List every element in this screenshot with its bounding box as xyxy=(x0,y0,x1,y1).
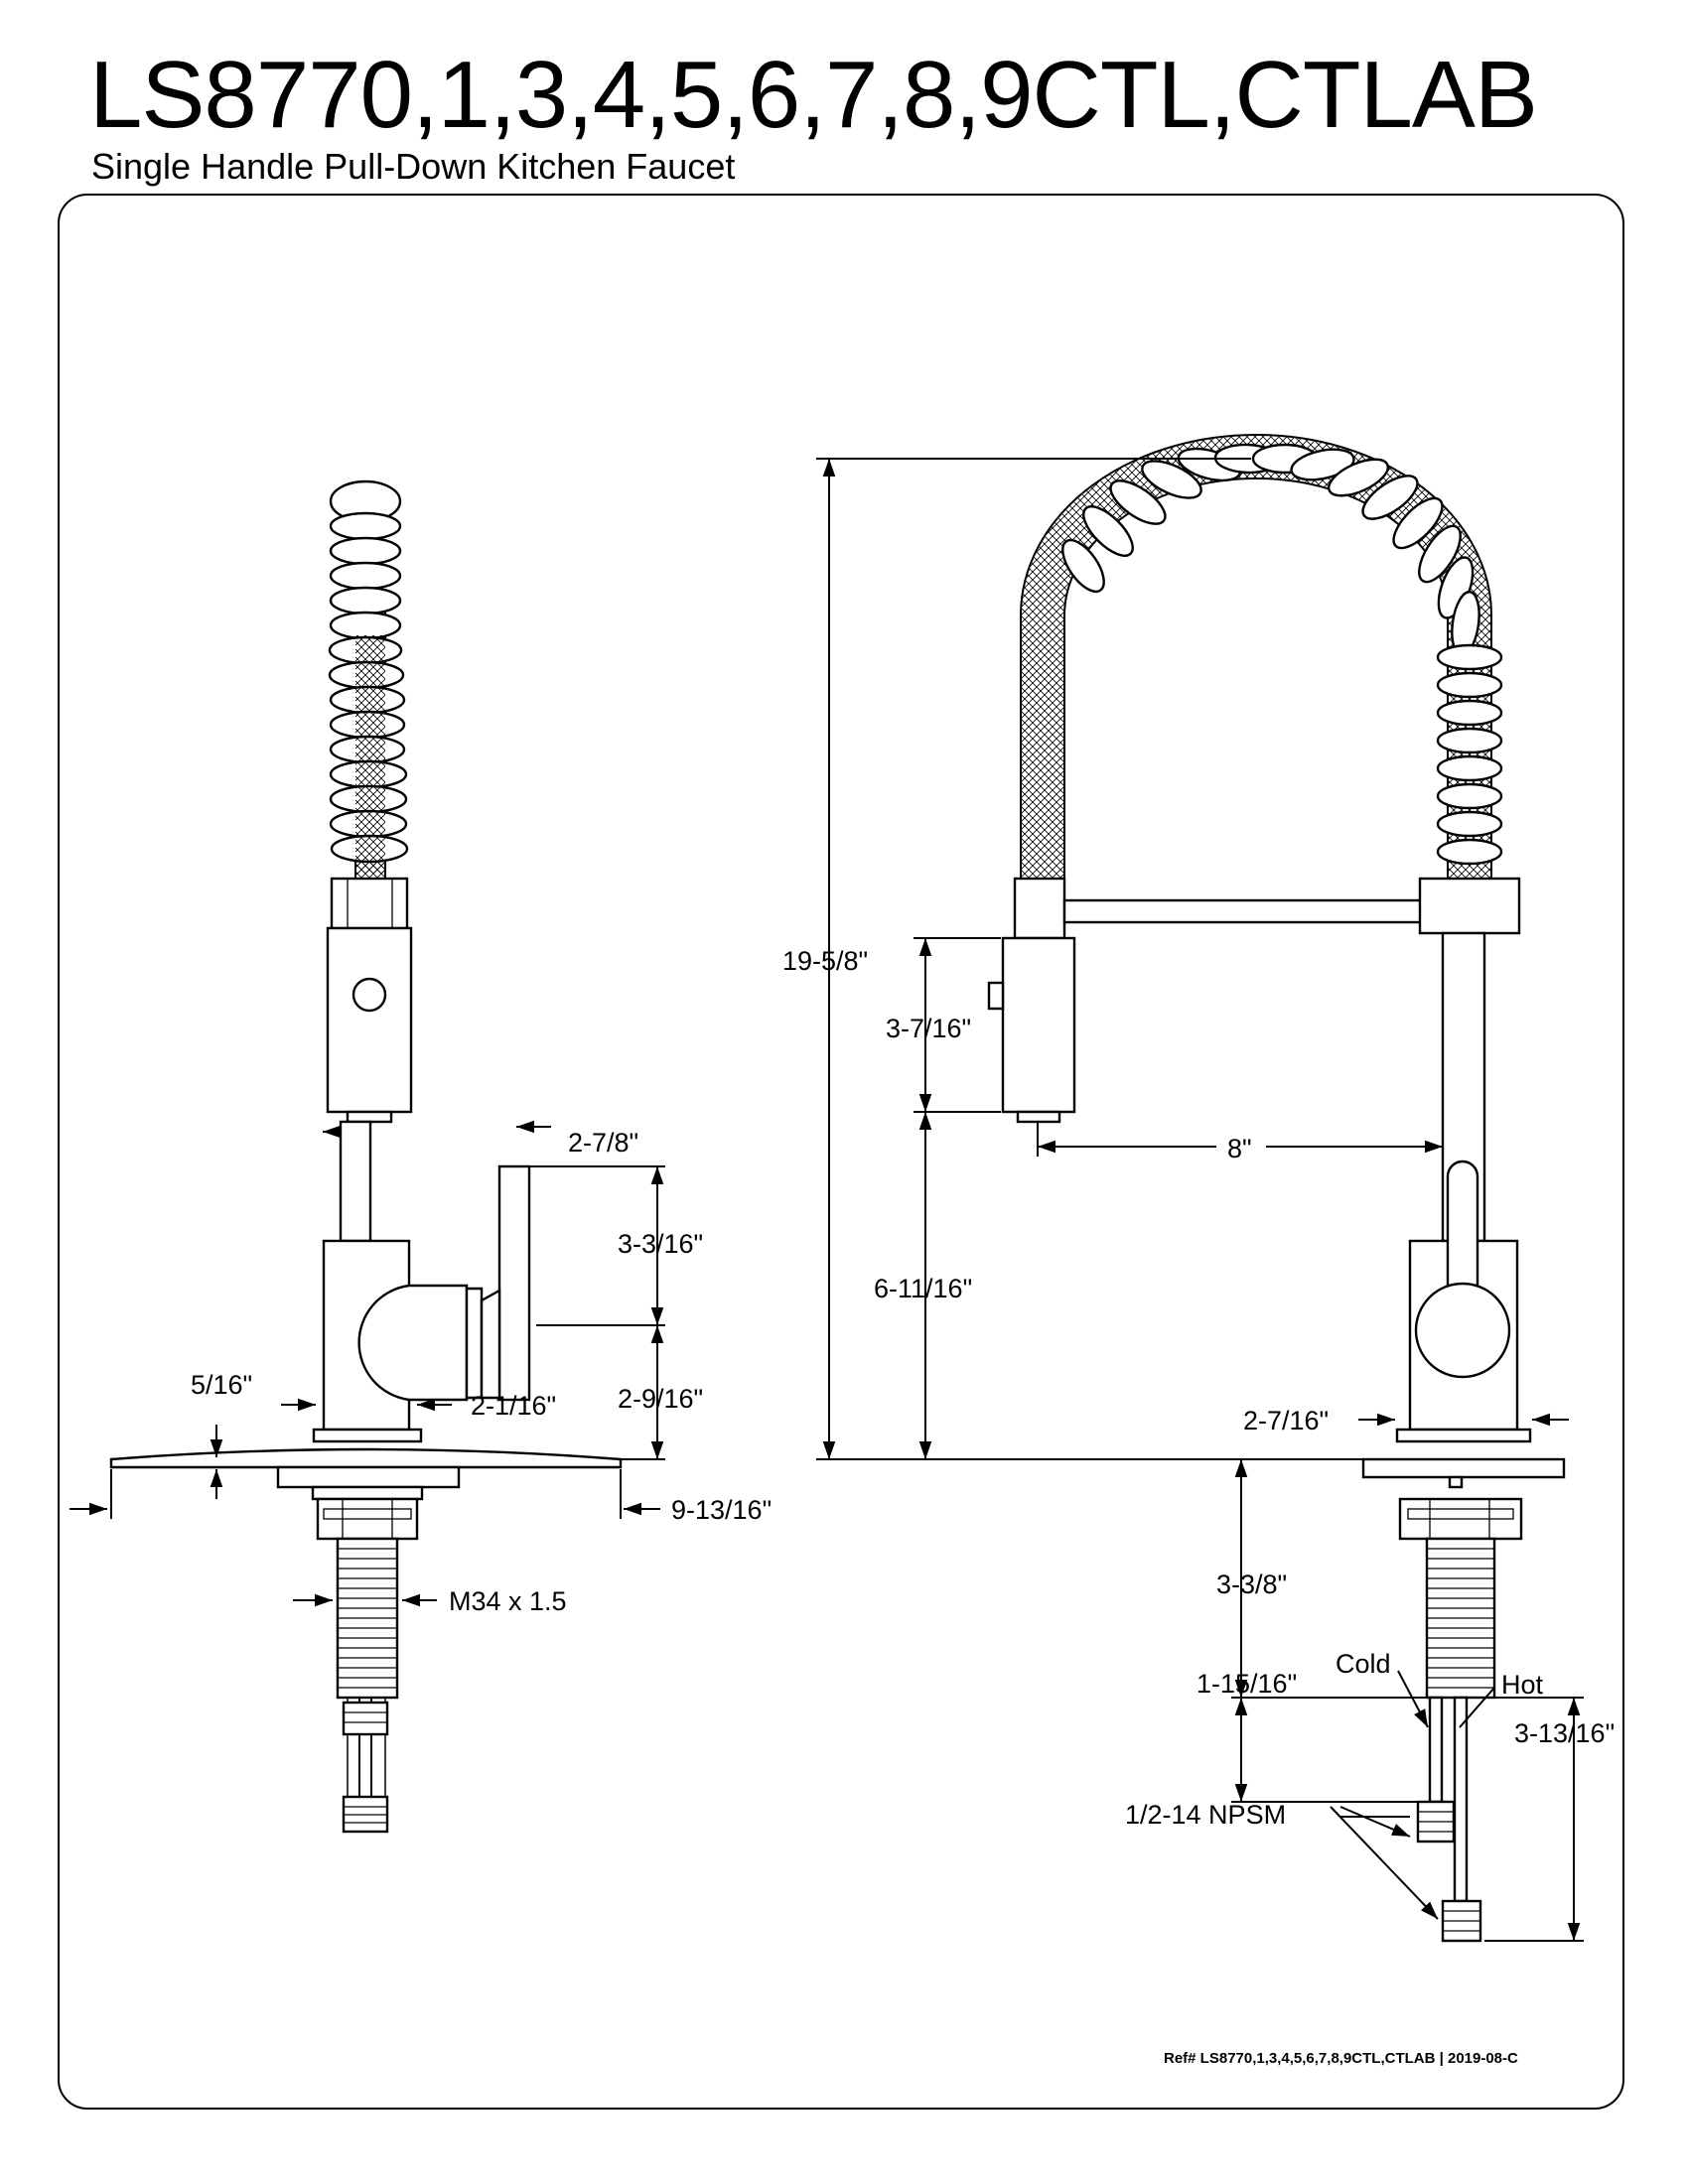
dim-hot-line-length: 3-13/16" xyxy=(1514,1718,1615,1748)
dim-handle-height: 3-3/16" xyxy=(618,1229,703,1259)
front-handle-hub xyxy=(1414,1282,1511,1379)
dim-overall-height: 19-5/8" xyxy=(782,946,868,976)
front-cold-supply-line xyxy=(1428,1696,1444,1804)
page-title: LS8770,1,3,4,5,6,7,8,9CTL,CTLAB xyxy=(89,42,1538,148)
spray-button-icon xyxy=(352,977,387,1013)
reference-number: Ref# LS8770,1,3,4,5,6,7,8,9CTL,CTLAB | 2… xyxy=(1164,2050,1518,2067)
dim-escutcheon-thickness: 5/16" xyxy=(191,1370,252,1400)
front-collar xyxy=(1418,877,1521,935)
dim-spout-clearance: 6-11/16" xyxy=(874,1274,972,1303)
dim-base-diameter: 2-7/16" xyxy=(1243,1406,1329,1435)
front-view: 19-5/8" 3-7/16" 8" 6-11/16" 2-7/16" 3-3/… xyxy=(782,434,1615,1943)
front-hot-supply-line xyxy=(1453,1696,1469,1903)
dim-handle-reach: 2-7/8" xyxy=(568,1128,638,1158)
dim-shank-thread: M34 x 1.5 xyxy=(449,1586,567,1616)
dim-escutcheon-width: 9-13/16" xyxy=(671,1495,772,1525)
side-sprayer-head xyxy=(326,926,413,1124)
side-supply-fitting-upper xyxy=(342,1701,389,1736)
side-handle-hub xyxy=(357,1284,469,1402)
dim-spout-reach: 8" xyxy=(1227,1134,1252,1163)
front-sprayer-head xyxy=(987,877,1076,1124)
dim-body-diameter: 2-1/16" xyxy=(471,1391,556,1421)
side-view: 2-7/8" 3-3/16" 2-9/16" 5/16" 2-1/16" 9-1… xyxy=(70,479,772,1834)
dim-shank-length: 3-3/8" xyxy=(1216,1570,1287,1599)
dim-connection-thread: 1/2-14 NPSM xyxy=(1125,1800,1286,1830)
side-collar xyxy=(330,877,409,930)
dim-sprayer-length: 3-7/16" xyxy=(886,1014,971,1043)
side-stem xyxy=(339,1120,372,1243)
spray-button-icon xyxy=(987,981,1005,1011)
label-cold: Cold xyxy=(1336,1649,1391,1679)
side-spring-coil xyxy=(328,479,409,880)
front-escutcheon-flange xyxy=(1361,1457,1566,1479)
dim-body-height: 2-9/16" xyxy=(618,1384,703,1414)
label-hot: Hot xyxy=(1501,1670,1544,1700)
side-escutcheon-plate xyxy=(109,1447,623,1469)
dim-cold-line-length: 1-15/16" xyxy=(1196,1669,1297,1699)
front-spout-arm xyxy=(1062,898,1444,924)
side-handle-lever xyxy=(497,1164,531,1402)
drawing-frame xyxy=(58,194,1624,2110)
page-subtitle: Single Handle Pull-Down Kitchen Faucet xyxy=(91,146,736,187)
front-spring-arc xyxy=(1020,434,1503,879)
